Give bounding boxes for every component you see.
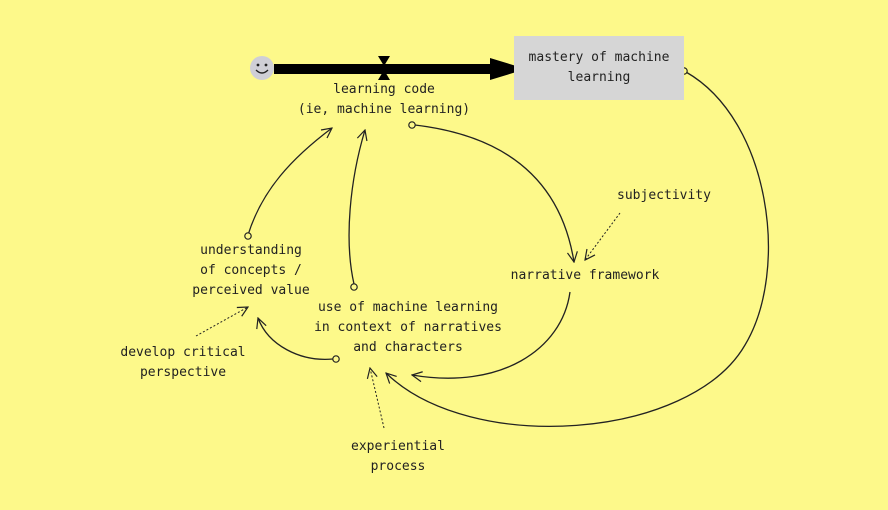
dotted-link-experiential <box>370 368 385 429</box>
stock-label: mastery of machine learning <box>528 50 670 85</box>
variable-develop-critical-perspective: develop critical perspective <box>120 345 246 380</box>
link-understanding-to-learning-code <box>247 128 332 236</box>
variable-experiential-process: experiential process <box>351 439 445 474</box>
link-origin <box>244 232 252 240</box>
link-learning-code-to-narrative <box>414 124 574 262</box>
link-origin <box>332 355 340 363</box>
flow-valve-icon <box>378 56 390 80</box>
stock-mastery: mastery of machine learning <box>514 36 684 100</box>
link-origin <box>350 283 358 291</box>
dotted-link-subjectivity <box>585 212 621 260</box>
link-use-to-learning-code <box>348 130 365 285</box>
variable-subjectivity: subjectivity <box>617 188 711 203</box>
variable-narrative-framework: narrative framework <box>510 268 660 283</box>
link-narrative-to-use <box>412 291 571 378</box>
flow-label: learning code (ie, machine learning) <box>297 82 471 117</box>
dotted-link-critical-perspective <box>195 307 248 337</box>
variable-use-of-ml: use of machine learning in context of na… <box>314 300 502 355</box>
link-use-to-understanding <box>258 318 334 360</box>
variable-understanding: understanding of concepts / perceived va… <box>192 243 310 298</box>
link-origin <box>408 121 416 129</box>
flow-arrowhead <box>490 58 526 80</box>
link-mastery-to-use <box>386 71 769 427</box>
source-smiley-icon <box>250 56 274 80</box>
